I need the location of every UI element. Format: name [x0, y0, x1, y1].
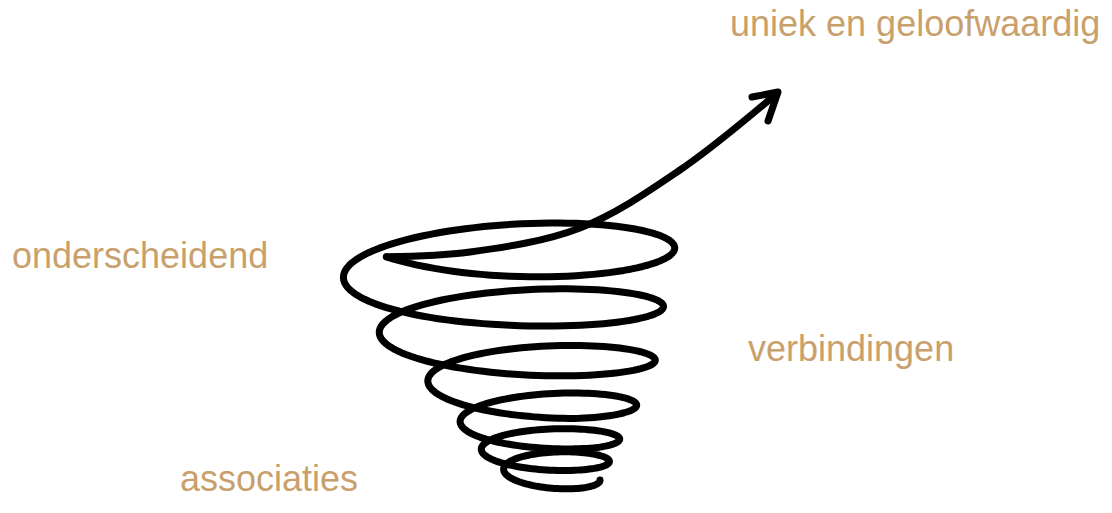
- spiral-label: associaties: [180, 458, 358, 499]
- spiral-label: onderscheidend: [12, 235, 268, 276]
- arrow-head: [752, 92, 778, 121]
- spiral-label: uniek en geloofwaardig: [730, 3, 1100, 44]
- spiral-label: verbindingen: [748, 328, 954, 369]
- arrow-line: [386, 95, 775, 257]
- spiral-line: [343, 223, 674, 489]
